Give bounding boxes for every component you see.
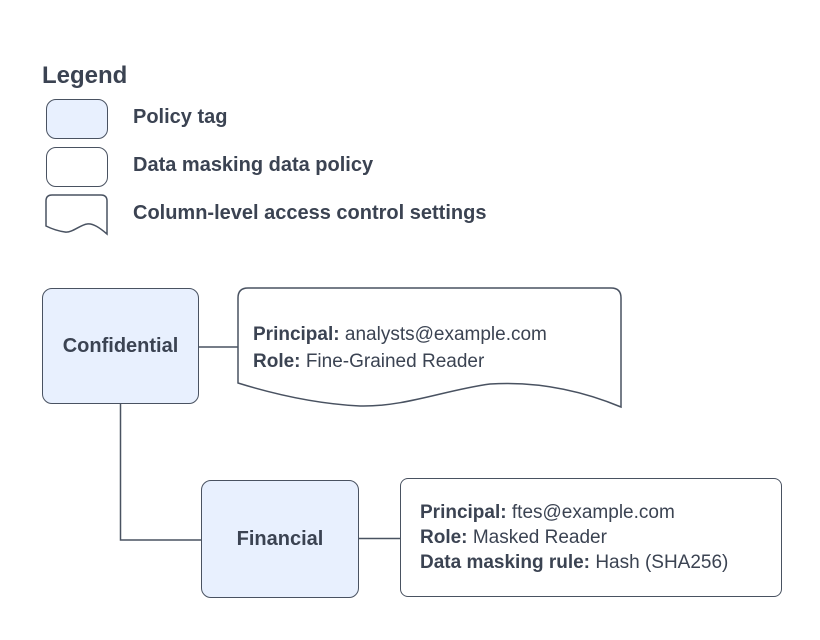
field-label: Data masking rule: bbox=[420, 552, 590, 573]
access-settings-text: Principal:analysts@example.com Role:Fine… bbox=[253, 321, 547, 375]
policy-tag-financial: Financial bbox=[201, 480, 359, 598]
field-value: analysts@example.com bbox=[344, 324, 547, 345]
access-settings-document-shape bbox=[237, 287, 622, 409]
field-value: ftes@example.com bbox=[511, 502, 675, 523]
legend-item-policy-tag: Policy tag bbox=[133, 106, 228, 128]
field-row: Role:Masked Reader bbox=[420, 525, 728, 550]
field-label: Principal: bbox=[253, 324, 340, 345]
legend-title: Legend bbox=[42, 62, 128, 89]
field-label: Principal: bbox=[420, 502, 507, 523]
legend-item-data-policy: Data masking data policy bbox=[133, 154, 374, 176]
field-row: Data masking rule:Hash (SHA256) bbox=[420, 550, 728, 575]
policy-tag-financial-label: Financial bbox=[236, 527, 324, 550]
legend-document-swatch-icon bbox=[45, 194, 108, 236]
masking-policy-text: Principal:ftes@example.com Role:Masked R… bbox=[420, 500, 728, 575]
field-value: Hash (SHA256) bbox=[595, 552, 729, 573]
connector-confidential-to-financial bbox=[119, 404, 201, 541]
field-row: Principal:ftes@example.com bbox=[420, 500, 728, 525]
masking-policy-box bbox=[400, 478, 782, 597]
field-value: Fine-Grained Reader bbox=[305, 351, 485, 372]
legend-item-column-access: Column-level access control settings bbox=[133, 202, 487, 224]
field-row: Principal:analysts@example.com bbox=[253, 321, 547, 348]
field-value: Masked Reader bbox=[472, 527, 607, 548]
field-label: Role: bbox=[253, 351, 301, 372]
field-label: Role: bbox=[420, 527, 468, 548]
policy-tag-confidential: Confidential bbox=[42, 288, 199, 404]
data-policy-swatch-icon bbox=[46, 147, 108, 187]
policy-tag-swatch-icon bbox=[46, 99, 108, 139]
field-row: Role:Fine-Grained Reader bbox=[253, 348, 547, 375]
policy-tag-confidential-label: Confidential bbox=[62, 334, 179, 357]
